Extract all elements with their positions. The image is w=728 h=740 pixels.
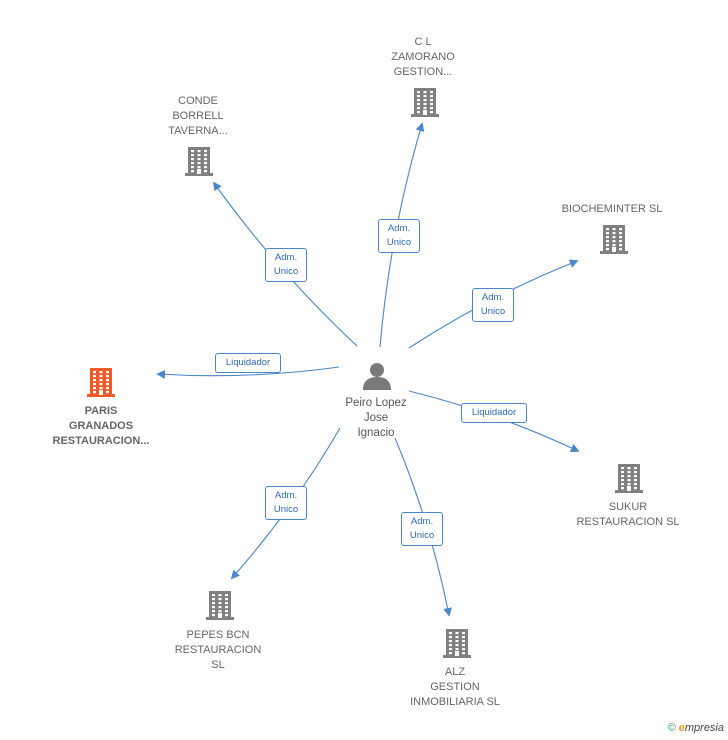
person-name-line: Peiro Lopez: [345, 397, 407, 409]
building-icon[interactable]: [185, 147, 213, 176]
company-label-line: ZAMORANO: [391, 51, 455, 63]
edge-label[interactable]: Liquidador: [461, 403, 527, 423]
edge-label-line: Liquidador: [225, 357, 271, 368]
company-label-line: BIOCHEMINTER SL: [561, 203, 663, 215]
edge-label[interactable]: Adm. Unico: [265, 248, 307, 282]
company-label[interactable]: C L ZAMORANO GESTION...: [368, 35, 478, 80]
person-name-line: Ignacio: [357, 427, 395, 439]
edge-label-line: Liquidador: [471, 407, 517, 418]
edge-label-line: Adm.: [410, 516, 434, 527]
edge-label[interactable]: Adm. Unico: [472, 288, 514, 322]
company-label-line: BORRELL: [172, 110, 224, 122]
edge-label-line: Unico: [386, 237, 412, 248]
company-label-line: PEPES BCN: [186, 629, 250, 641]
nodes-layer: [87, 88, 643, 658]
edge-label-line: Unico: [480, 306, 506, 317]
copyright-icon: ©: [667, 722, 676, 734]
company-label[interactable]: ALZ GESTION INMOBILIARIA SL: [390, 665, 520, 710]
person-name-line: Jose: [363, 412, 389, 424]
company-label-line: GRANADOS: [68, 420, 134, 432]
edge-line: [156, 366, 340, 379]
company-label-line: CONDE: [178, 95, 218, 107]
building-icon[interactable]: [206, 591, 234, 620]
edge-label[interactable]: Liquidador: [215, 353, 281, 373]
building-icon[interactable]: [443, 629, 471, 658]
company-label-line: SL: [211, 659, 225, 671]
edge-label[interactable]: Adm. Unico: [265, 486, 307, 520]
building-icon[interactable]: [87, 368, 115, 397]
edge-label[interactable]: Adm. Unico: [378, 219, 420, 253]
company-label[interactable]: BIOCHEMINTER SL: [547, 202, 677, 217]
company-label-line: INMOBILIARIA SL: [410, 696, 500, 708]
company-label-line: SUKUR: [608, 501, 648, 513]
company-label-line: GESTION...: [393, 66, 453, 78]
company-label-line: C L: [414, 36, 432, 48]
company-label[interactable]: PARIS GRANADOS RESTAURACION...: [31, 404, 171, 449]
edge-label-line: Adm.: [481, 292, 505, 303]
company-label-line: TAVERNA...: [168, 125, 228, 137]
edge-label-line: Unico: [273, 504, 299, 515]
brand-name: mpresia: [684, 722, 724, 734]
company-label[interactable]: SUKUR RESTAURACION SL: [558, 500, 698, 530]
building-icon[interactable]: [615, 464, 643, 493]
company-label[interactable]: CONDE BORRELL TAVERNA...: [143, 94, 253, 139]
company-label-line: RESTAURACION: [174, 644, 262, 656]
person-label[interactable]: Peiro Lopez Jose Ignacio: [326, 396, 426, 441]
building-icon[interactable]: [600, 225, 628, 254]
edge-label-line: Adm.: [274, 490, 298, 501]
edge-label[interactable]: Adm. Unico: [401, 512, 443, 546]
company-label[interactable]: PEPES BCN RESTAURACION SL: [158, 628, 278, 673]
person-icon[interactable]: [363, 363, 391, 390]
edge-label-line: Adm.: [387, 223, 411, 234]
edge-label-line: Adm.: [274, 252, 298, 263]
company-label-line: RESTAURACION...: [52, 435, 150, 447]
company-label-line: GESTION: [430, 681, 480, 693]
edge-label-line: Unico: [409, 530, 435, 541]
edge-label-line: Unico: [273, 266, 299, 277]
footer-brand: © empresia: [668, 722, 724, 734]
company-label-line: RESTAURACION SL: [576, 516, 680, 528]
building-icon[interactable]: [411, 88, 439, 117]
company-label-line: PARIS: [84, 405, 118, 417]
company-label-line: ALZ: [444, 666, 466, 678]
brand-initial: e: [678, 722, 685, 734]
